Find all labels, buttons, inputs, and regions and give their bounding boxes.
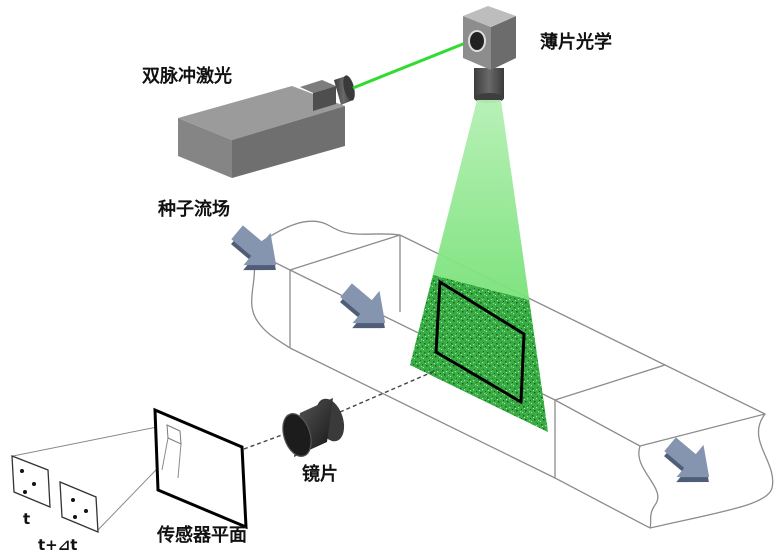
seeded-flow-label: 种子流场 bbox=[157, 198, 230, 220]
frame-t-border bbox=[11, 455, 51, 508]
laser-front-face bbox=[232, 106, 345, 178]
sheet-optics-label: 薄片光学 bbox=[540, 31, 612, 53]
duct-right-section-top-front bbox=[554, 399, 641, 447]
sensor-plane bbox=[12, 407, 248, 532]
sensor-plane-label: 传感器平面 bbox=[156, 524, 247, 546]
flow-arrow bbox=[340, 283, 386, 329]
particle-dot bbox=[73, 515, 77, 519]
duct-left-cut bbox=[249, 220, 401, 349]
frame-t-label: t bbox=[23, 510, 30, 528]
sheet-optics-aperture bbox=[468, 30, 486, 52]
lens-front-face bbox=[282, 413, 312, 457]
duct-right-face-top bbox=[639, 413, 766, 447]
flow-arrow-body bbox=[231, 225, 277, 266]
sheet-optics bbox=[463, 6, 516, 103]
double-pulse-laser bbox=[178, 75, 355, 178]
laser-head-front bbox=[313, 86, 336, 111]
seeded-particle-region bbox=[410, 275, 548, 432]
flow-arrow-body bbox=[340, 283, 386, 324]
sensor-projection-inner-b bbox=[177, 443, 182, 479]
sheet-optics-cube-top bbox=[463, 6, 516, 27]
projection-line-upper bbox=[12, 424, 168, 457]
duct-left-section-top bbox=[289, 234, 401, 271]
frame-t-dt-border bbox=[59, 481, 99, 533]
interrogation-window bbox=[166, 424, 182, 445]
particle-dot bbox=[20, 469, 24, 473]
laser-beam bbox=[352, 40, 469, 90]
laser-head-top bbox=[300, 80, 336, 93]
image-frame-t-dt bbox=[59, 481, 99, 533]
flow-arrow bbox=[664, 437, 710, 483]
flow-arrow-body bbox=[664, 437, 710, 478]
optical-axis-far bbox=[339, 369, 438, 413]
duct-right-cut bbox=[638, 445, 659, 529]
duct-right-section bbox=[554, 364, 774, 529]
sensor-projection-inner-a bbox=[161, 437, 169, 471]
laser-left-face bbox=[178, 118, 232, 178]
measurement-window bbox=[434, 279, 526, 405]
sheet-optics-cube-right bbox=[491, 16, 516, 70]
laser-nozzle-end bbox=[343, 75, 355, 101]
particle-dot bbox=[84, 509, 88, 513]
flow-arrow bbox=[231, 225, 277, 271]
duct-bottom-front-edge bbox=[289, 347, 556, 479]
laser-top-face bbox=[178, 86, 345, 140]
flow-duct bbox=[249, 220, 774, 529]
laser-label: 双脉冲激光 bbox=[142, 65, 232, 87]
particle-dot bbox=[23, 490, 27, 494]
frame-t-dt-label: t+⊿t bbox=[38, 536, 77, 554]
particle-dot bbox=[32, 482, 36, 486]
image-frame-t bbox=[11, 455, 51, 508]
lens bbox=[282, 398, 345, 457]
lens-label: 镜片 bbox=[302, 463, 338, 485]
particle-dot bbox=[71, 498, 75, 502]
